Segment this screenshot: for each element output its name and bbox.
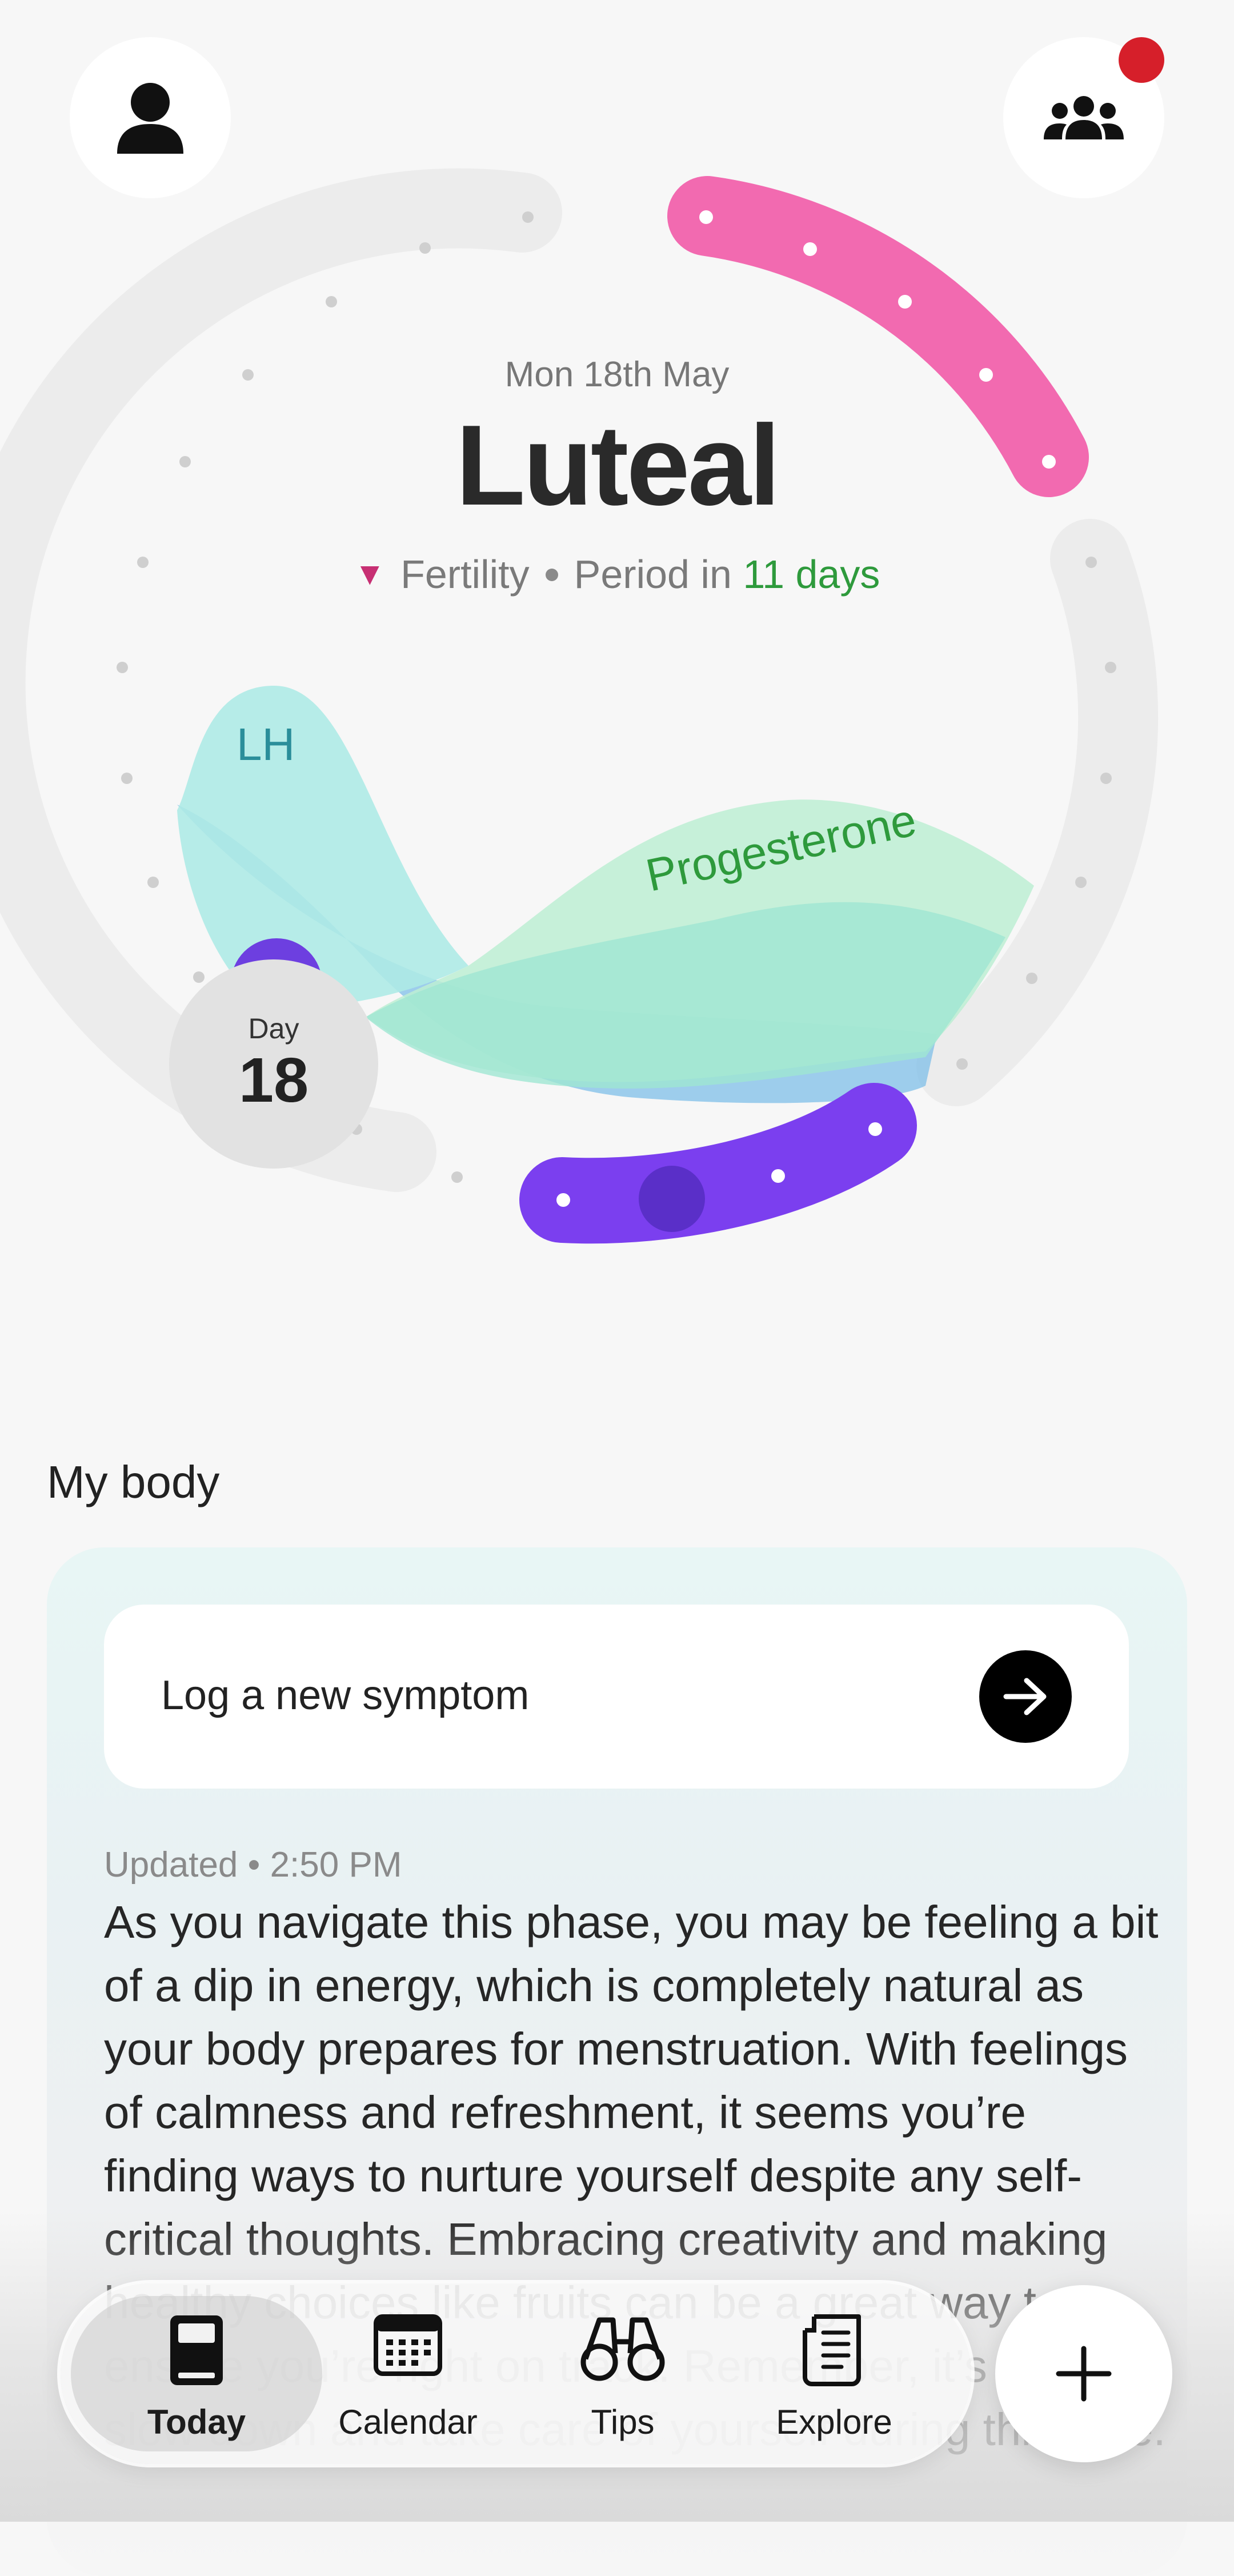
phase-subtitle: ▼ Fertility Period in 11 days xyxy=(0,551,1234,597)
ovulation-dots xyxy=(556,1122,882,1207)
current-marker xyxy=(639,1166,705,1232)
ovulation-arc xyxy=(519,1083,917,1244)
day-label: Day xyxy=(248,1013,299,1045)
tab-tips[interactable]: Tips xyxy=(520,2283,726,2464)
profile-button[interactable] xyxy=(70,37,231,198)
phase-title: Luteal xyxy=(455,402,781,529)
tab-label: Tips xyxy=(591,2403,655,2441)
plus-icon xyxy=(1056,2346,1112,2402)
notification-badge xyxy=(1119,37,1164,83)
calendar-icon xyxy=(374,2314,442,2376)
separator-dot xyxy=(545,569,558,581)
document-icon xyxy=(803,2314,861,2386)
tab-label: Today xyxy=(147,2403,246,2441)
fertility-marker-icon: ▼ xyxy=(354,555,386,591)
current-date: Mon 18th May xyxy=(504,355,730,394)
binoculars-icon xyxy=(580,2317,665,2381)
tab-label: Explore xyxy=(776,2403,892,2441)
day-number: 18 xyxy=(238,1045,309,1115)
lh-label: LH xyxy=(237,719,295,770)
log-symptom-row[interactable]: Log a new symptom xyxy=(104,1605,1129,1789)
day-indicator[interactable]: Day 18 xyxy=(169,959,378,1169)
person-icon xyxy=(117,83,183,154)
lh-curve xyxy=(177,686,468,1007)
tab-calendar[interactable]: Calendar xyxy=(305,2283,511,2464)
tab-explore[interactable]: Explore xyxy=(731,2283,937,2464)
period-prefix: Period in xyxy=(574,552,732,597)
cycle-track xyxy=(916,519,1159,1106)
tab-label: Calendar xyxy=(338,2403,478,2441)
log-symptom-button[interactable] xyxy=(979,1650,1072,1743)
tab-bar: Today Calendar Tips Explore xyxy=(61,2283,971,2464)
period-dots xyxy=(699,210,1056,469)
group-icon xyxy=(1044,96,1124,139)
updated-timestamp: Updated • 2:50 PM xyxy=(104,1845,402,1885)
journal-icon xyxy=(170,2315,223,2385)
overlap-curve xyxy=(366,902,1005,1089)
log-symptom-label: Log a new symptom xyxy=(161,1673,530,1718)
section-title: My body xyxy=(47,1457,220,1507)
add-button[interactable] xyxy=(995,2285,1172,2462)
arrow-right-icon xyxy=(1003,1678,1047,1715)
fertility-label: Fertility xyxy=(400,552,530,597)
period-days: 11 days xyxy=(743,552,880,597)
tab-today[interactable]: Today xyxy=(94,2283,299,2464)
